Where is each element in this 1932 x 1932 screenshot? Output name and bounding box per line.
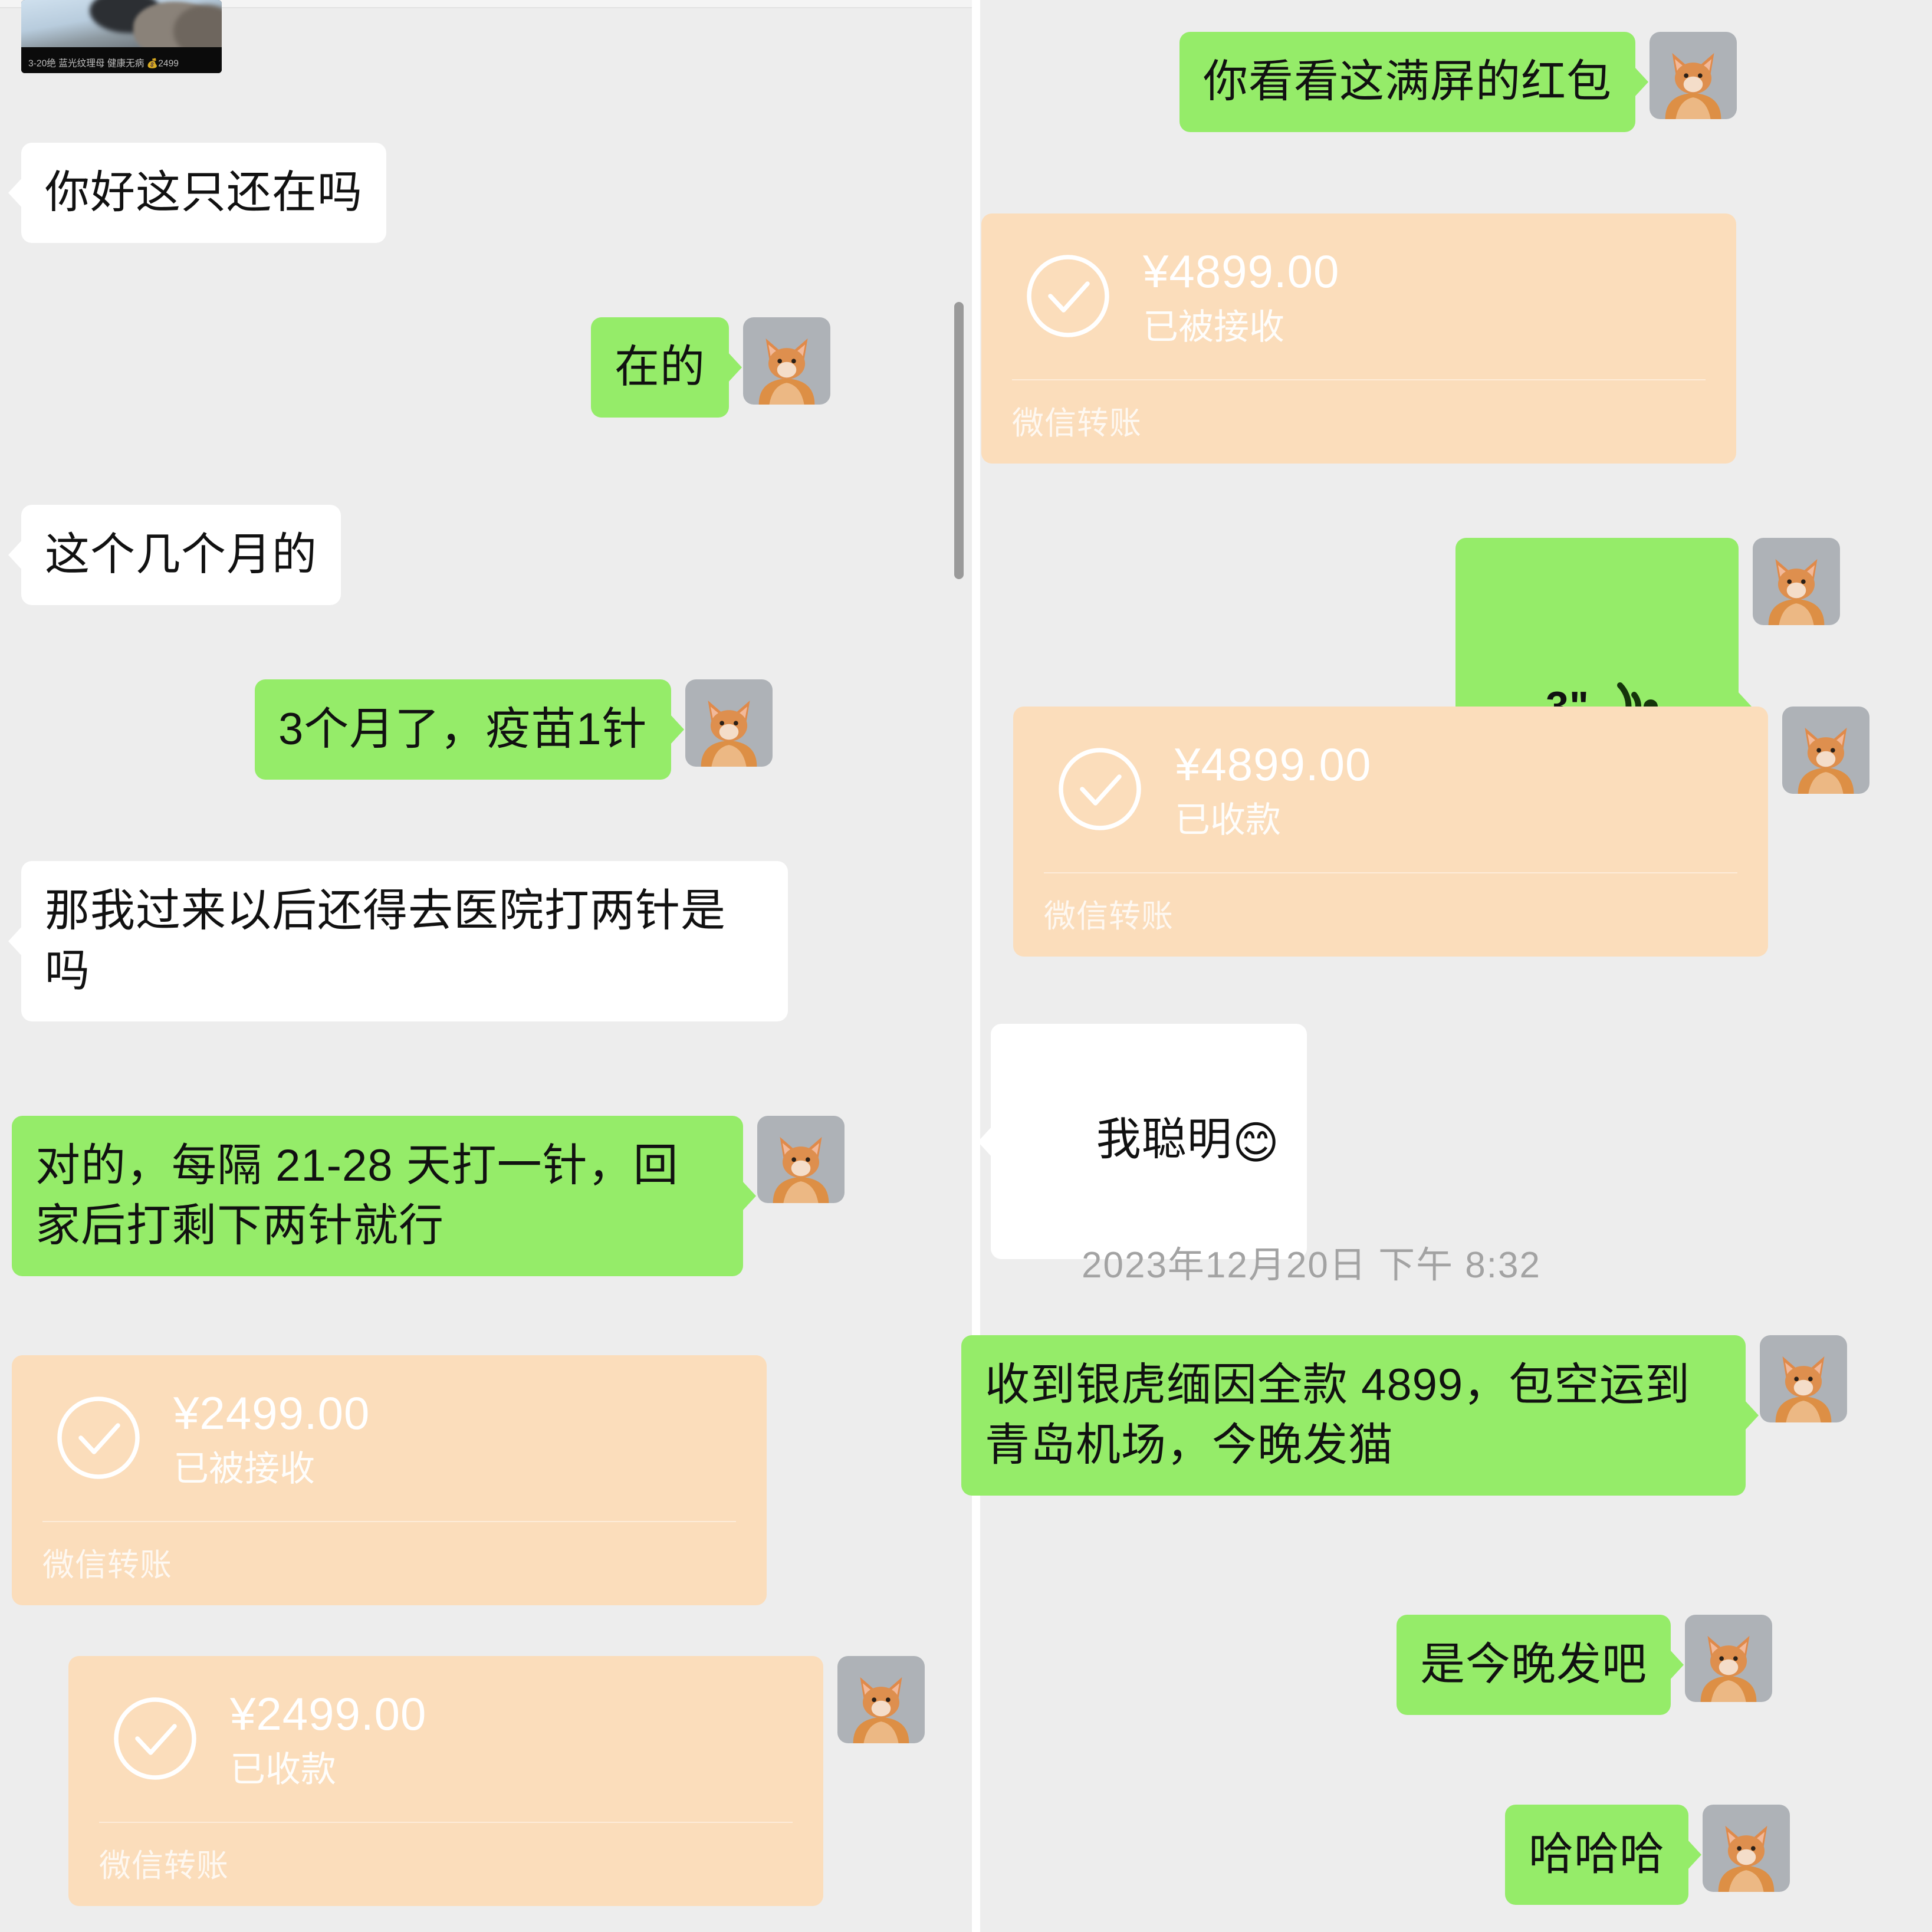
message-bubble-incoming[interactable]: 我聪明😊	[991, 1024, 1307, 1260]
transfer-brand-label: 微信转账	[1044, 898, 1174, 934]
transfer-row-incoming-2499: ¥2499.00 已被接收 微信转账	[12, 1355, 767, 1605]
message-timestamp: 2023年12月20日 下午 8:32	[1082, 1245, 1541, 1286]
transfer-card[interactable]: ¥2499.00 已收款 微信转账	[68, 1656, 823, 1906]
transfer-status: 已被接收	[1143, 307, 1284, 347]
card-divider	[99, 1821, 793, 1823]
cat-avatar[interactable]	[1650, 32, 1737, 119]
message-row-outgoing-4: 你看看这满屏的红包	[1179, 32, 1737, 132]
message-row-outgoing-3: 对的，每隔 21-28 天打一针，回家后打剩下两针就行	[12, 1116, 845, 1276]
cat-avatar[interactable]	[837, 1656, 925, 1743]
transfer-status: 已收款	[230, 1749, 336, 1789]
transfer-card[interactable]: ¥4899.00 已收款 微信转账	[1013, 707, 1768, 957]
transfer-status: 已被接收	[173, 1448, 315, 1489]
cat-photo-image	[21, 0, 222, 59]
message-bubble-incoming[interactable]: 那我过来以后还得去医院打两针是吗	[21, 861, 788, 1021]
message-bubble-outgoing[interactable]: 对的，每隔 21-28 天打一针，回家后打剩下两针就行	[12, 1116, 743, 1276]
transfer-brand-label: 微信转账	[99, 1848, 229, 1884]
transfer-card[interactable]: ¥4899.00 已被接收 微信转账	[981, 213, 1736, 464]
scrollbar-thumb[interactable]	[954, 302, 964, 579]
cat-avatar[interactable]	[1703, 1805, 1790, 1892]
message-row-outgoing-1: 在的	[591, 317, 830, 418]
message-bubble-incoming[interactable]: 你好这只还在吗	[21, 143, 386, 243]
message-bubble-outgoing[interactable]: 是今晚发吧	[1397, 1615, 1671, 1715]
check-circle-icon	[1024, 252, 1112, 340]
message-bubble-outgoing[interactable]: 在的	[591, 317, 729, 418]
card-divider	[1044, 872, 1737, 873]
cat-avatar[interactable]	[1782, 707, 1869, 794]
card-divider	[42, 1520, 736, 1522]
message-bubble-outgoing[interactable]: 哈哈哈	[1505, 1805, 1688, 1905]
message-row-outgoing-5: 收到银虎缅因全款 4899，包空运到青岛机场，今晚发猫	[961, 1335, 1847, 1496]
transfer-row-outgoing-2499: ¥2499.00 已收款 微信转账	[68, 1656, 925, 1906]
photo-caption-bar: 3-20绝 蓝光纹理母 健康无病 💰2499	[21, 47, 222, 73]
transfer-row-outgoing-4899: ¥4899.00 已收款 微信转账	[1013, 707, 1869, 957]
smiling-emoji: 😊	[1232, 1118, 1280, 1168]
transfer-brand-label: 微信转账	[1012, 405, 1142, 441]
transfer-amount: ¥4899.00	[1143, 245, 1340, 297]
message-bubble-outgoing[interactable]: 你看看这满屏的红包	[1179, 32, 1635, 132]
message-text: 我聪明	[1096, 1114, 1233, 1165]
cat-avatar[interactable]	[757, 1116, 845, 1203]
card-divider	[1012, 379, 1706, 380]
transfer-brand-label: 微信转账	[42, 1547, 172, 1583]
transfer-amount: ¥2499.00	[230, 1688, 427, 1740]
check-circle-icon	[1056, 745, 1144, 833]
cat-avatar[interactable]	[1685, 1615, 1772, 1702]
cat-avatar[interactable]	[685, 679, 773, 767]
cat-avatar[interactable]	[1760, 1335, 1847, 1422]
message-bubble-outgoing[interactable]: 收到银虎缅因全款 4899，包空运到青岛机场，今晚发猫	[961, 1335, 1746, 1496]
message-row-incoming-4: 我聪明😊	[991, 1024, 1307, 1260]
transfer-card[interactable]: ¥2499.00 已被接收 微信转账	[12, 1355, 767, 1605]
transfer-status: 已收款	[1175, 800, 1281, 840]
pane-seam-divider	[972, 0, 980, 1932]
check-circle-icon	[111, 1694, 199, 1783]
message-bubble-outgoing[interactable]: 3个月了，疫苗1针	[255, 679, 671, 780]
message-row-incoming-2: 这个几个月的	[21, 505, 341, 605]
message-row-outgoing-7: 哈哈哈	[1505, 1805, 1790, 1905]
cat-avatar[interactable]	[743, 317, 830, 405]
transfer-amount: ¥4899.00	[1175, 738, 1372, 790]
message-row-outgoing-2: 3个月了，疫苗1针	[255, 679, 773, 780]
message-row-incoming-1: 你好这只还在吗	[21, 143, 386, 243]
transfer-amount: ¥2499.00	[173, 1387, 370, 1439]
message-row-incoming-3: 那我过来以后还得去医院打两针是吗	[21, 861, 788, 1021]
message-bubble-incoming[interactable]: 这个几个月的	[21, 505, 341, 605]
cat-avatar[interactable]	[1753, 538, 1840, 625]
transfer-row-incoming-4899: ¥4899.00 已被接收 微信转账	[981, 213, 1736, 464]
pane-top-strip	[0, 0, 979, 8]
check-circle-icon	[54, 1394, 143, 1482]
message-row-outgoing-6: 是今晚发吧	[1397, 1615, 1772, 1715]
photo-caption-text: 3-20绝 蓝光纹理母 健康无病 💰2499	[28, 58, 179, 69]
photo-message-thumbnail[interactable]: 3-20绝 蓝光纹理母 健康无病 💰2499	[21, 0, 222, 73]
